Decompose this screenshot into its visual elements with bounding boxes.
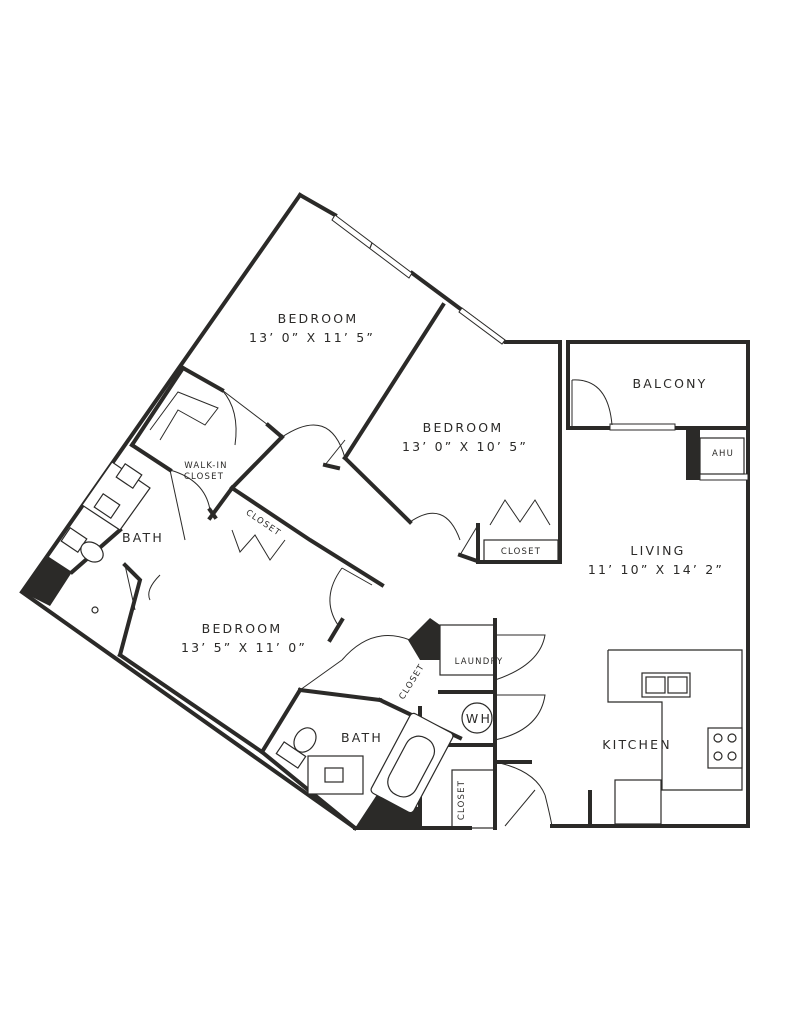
closet-label-c: CLOSET (397, 662, 427, 701)
walk-in-closet-label-line2: CLOSET (184, 472, 224, 482)
closet-label-a: CLOSET (244, 508, 283, 539)
room-label-bedroom-mid: BEDROOM (423, 420, 504, 435)
water-heater-label: WH (466, 711, 492, 726)
room-dims-bedroom-mid: 13’ 0” X 10’ 5” (402, 439, 528, 454)
solid-wall-blocks (22, 428, 700, 828)
room-dims-bedroom-low: 13’ 5” X 11’ 0” (181, 640, 307, 655)
walk-in-closet-label-line1: WALK-IN (184, 461, 228, 471)
room-dims-bedroom-top: 13’ 0” X 11’ 5” (249, 330, 375, 345)
closet-boxes (483, 437, 745, 563)
center-bath-toilet (275, 727, 317, 769)
refrigerator (614, 779, 662, 825)
room-label-balcony: BALCONY (632, 376, 707, 391)
kitchen-counter (607, 649, 743, 791)
room-label-bath-center: BATH (341, 730, 383, 745)
room-label-bedroom-low: BEDROOM (202, 621, 283, 636)
fixtures (60, 461, 743, 825)
room-label-bedroom-top: BEDROOM (278, 311, 359, 326)
room-label-bath-left: BATH (122, 530, 164, 545)
closet-label-d: CLOSET (457, 780, 467, 820)
room-label-kitchen: KITCHEN (602, 737, 672, 752)
left-bath-vanity (81, 461, 151, 531)
bathtub (370, 712, 454, 814)
doors (124, 379, 613, 827)
range-stove (707, 727, 743, 769)
closet-label-b: CLOSET (501, 547, 541, 557)
room-labels: BEDROOM 13’ 0” X 11’ 5” BEDROOM 13’ 0” X… (122, 311, 734, 820)
laundry-label: LAUNDRY (455, 657, 504, 667)
left-bath-toilet (60, 526, 104, 563)
center-bath-sink (307, 755, 364, 795)
windows (331, 214, 749, 481)
room-dims-living: 11’ 10” X 14’ 2” (588, 562, 724, 577)
ahu-label: AHU (712, 449, 734, 459)
interior-walls (69, 302, 592, 831)
room-label-living: LIVING (630, 543, 685, 558)
